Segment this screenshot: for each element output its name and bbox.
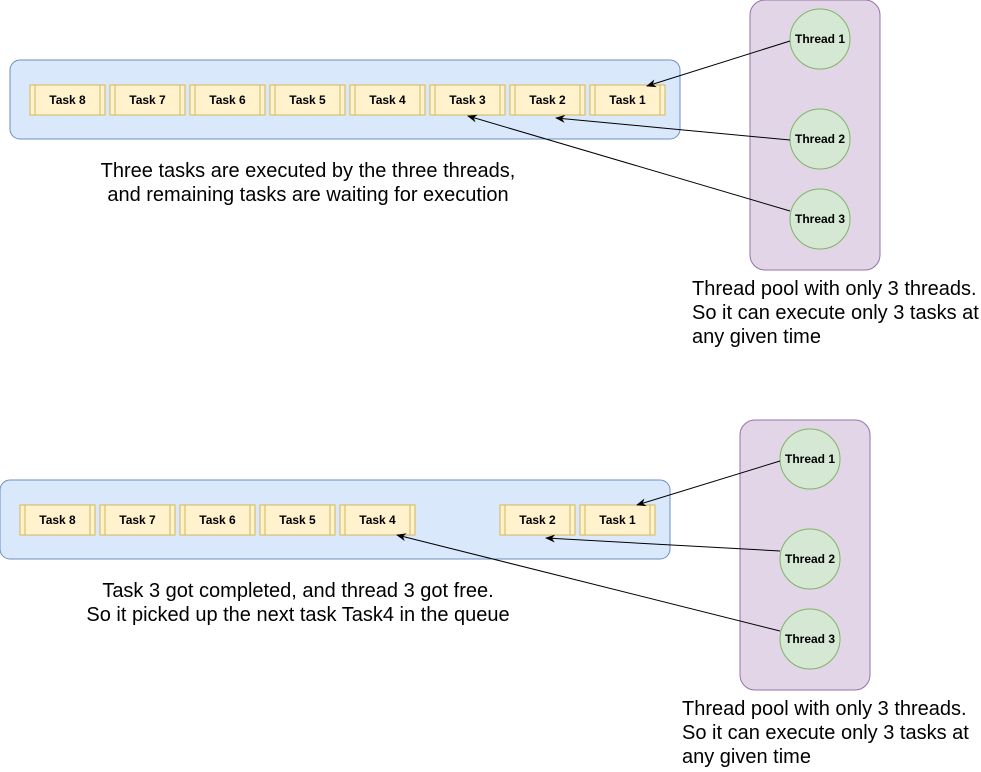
task-label: Task 6 [209, 93, 246, 107]
task-8: Task 8 [29, 84, 106, 116]
task-7: Task 7 [109, 84, 186, 116]
caption-line: So it can execute only 3 tasks at [692, 302, 979, 324]
task-4: Task 4 [339, 504, 416, 536]
thread-3: Thread 3 [789, 188, 851, 250]
task-label: Task 8 [39, 513, 76, 527]
arrow-thread2-task2 [555, 114, 791, 141]
task-8: Task 8 [19, 504, 96, 536]
scenario-1: Task 8 Task 7 Task 6 Task 5 Task 4 [9, 0, 881, 271]
task-1: Task 1 [579, 504, 656, 536]
thread-1: Thread 1 [789, 8, 851, 70]
task-5: Task 5 [269, 84, 346, 116]
task-label: Task 5 [279, 513, 316, 527]
caption-line: any given time [682, 746, 811, 768]
arrow-thread1-task1 [636, 460, 781, 507]
caption-line: any given time [692, 326, 821, 348]
caption-line: So it picked up the next task Task4 in t… [86, 604, 510, 626]
caption-line: So it can execute only 3 tasks at [682, 722, 969, 744]
thread-2: Thread 2 [789, 108, 851, 170]
task-1: Task 1 [589, 84, 666, 116]
caption-line: and remaining tasks are waiting for exec… [107, 184, 509, 206]
thread-label: Thread 1 [795, 32, 845, 46]
task-label: Task 8 [49, 93, 86, 107]
task-6: Task 6 [179, 504, 256, 536]
queue-caption-2: Task 3 got completed, and thread 3 got f… [82, 579, 514, 627]
caption-line: Thread pool with only 3 threads. [682, 698, 967, 720]
task-label: Task 4 [359, 513, 396, 527]
caption-line: Task 3 got completed, and thread 3 got f… [102, 580, 494, 602]
task-label: Task 2 [529, 93, 566, 107]
task-6: Task 6 [189, 84, 266, 116]
thread-label: Thread 3 [785, 632, 835, 646]
task-label: Task 7 [119, 513, 156, 527]
thread-3: Thread 3 [779, 608, 841, 670]
caption-line: Three tasks are executed by the three th… [100, 160, 516, 182]
thread-label: Thread 1 [785, 452, 835, 466]
thread-label: Thread 2 [785, 552, 835, 566]
arrow-thread1-task1 [646, 40, 791, 88]
task-label: Task 7 [129, 93, 166, 107]
caption-line: Thread pool with only 3 threads. [692, 278, 977, 300]
task-2: Task 2 [509, 84, 586, 116]
thread-1: Thread 1 [779, 428, 841, 490]
task-label: Task 4 [369, 93, 406, 107]
scenario-2: Task 8 Task 7 Task 6 Task 5 Task 4 [0, 419, 871, 691]
task-label: Task 3 [449, 93, 486, 107]
task-5: Task 5 [259, 504, 336, 536]
task-label: Task 5 [289, 93, 326, 107]
arrow-thread3-task3 [467, 114, 791, 212]
arrow-thread2-task2 [545, 534, 781, 552]
arrow-thread3-task4 [396, 533, 781, 632]
task-7: Task 7 [99, 504, 176, 536]
task-3: Task 3 [429, 84, 506, 116]
task-label: Task 1 [609, 93, 646, 107]
task-label: Task 6 [199, 513, 236, 527]
thread-label: Thread 2 [795, 132, 845, 146]
task-2: Task 2 [499, 504, 576, 536]
pool-caption-1: Thread pool with only 3 threads. So it c… [692, 277, 979, 349]
pool-caption-2: Thread pool with only 3 threads. So it c… [682, 697, 969, 769]
queue-caption-1: Three tasks are executed by the three th… [100, 159, 516, 207]
thread-label: Thread 3 [795, 212, 845, 226]
task-label: Task 1 [599, 513, 636, 527]
thread-2: Thread 2 [779, 528, 841, 590]
task-4: Task 4 [349, 84, 426, 116]
task-label: Task 2 [519, 513, 556, 527]
